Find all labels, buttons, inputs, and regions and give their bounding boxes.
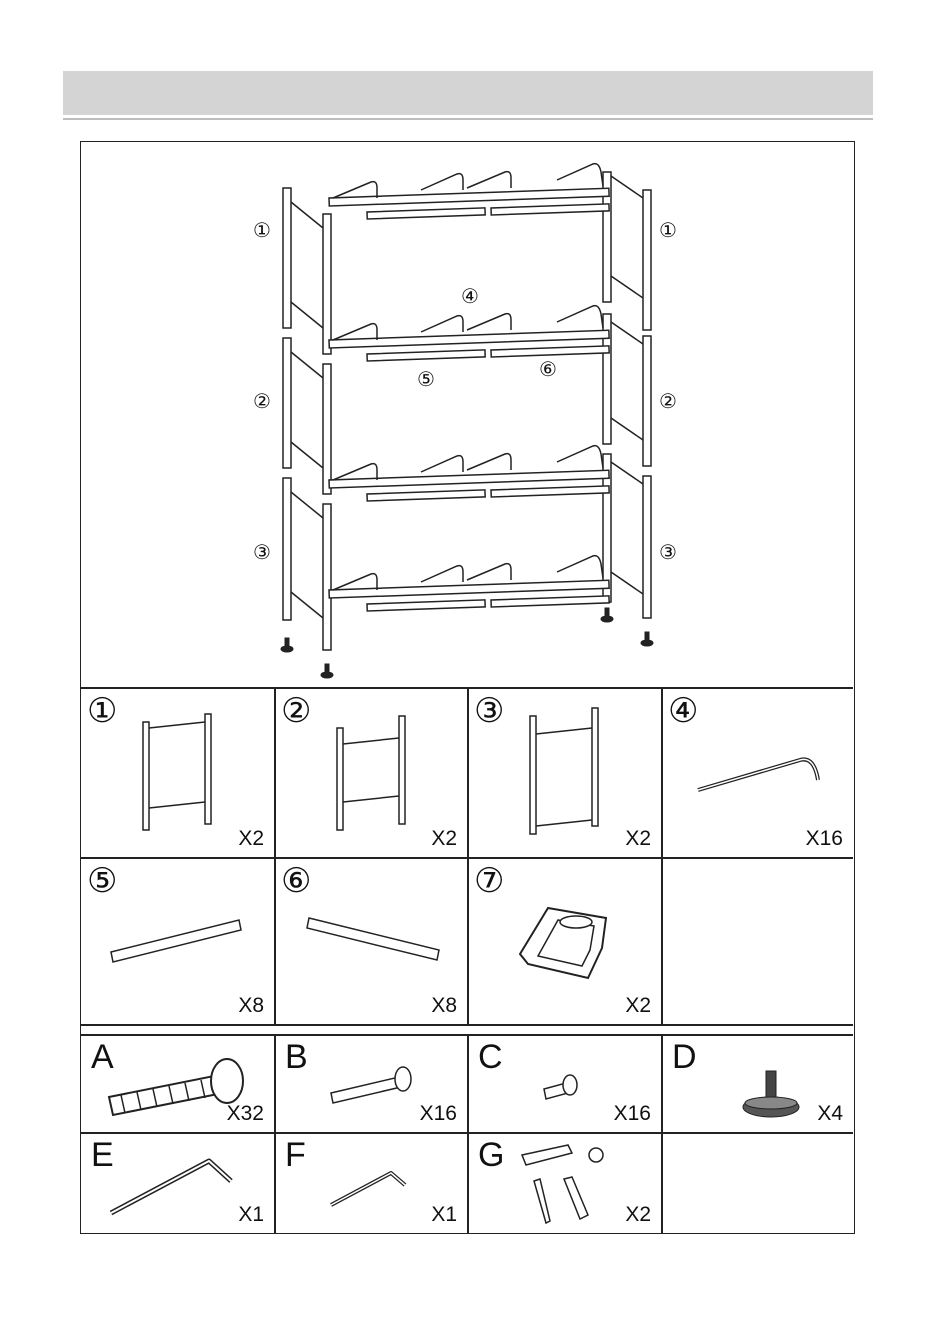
part-cell-6: ⑥ X8 bbox=[275, 858, 467, 1024]
hardware-quantity: X2 bbox=[625, 1203, 651, 1227]
hardware-cell-d: D X4 bbox=[662, 1035, 853, 1132]
callout-3-left: ③ bbox=[253, 540, 271, 565]
part-quantity: X2 bbox=[431, 827, 457, 851]
hardware-cell-f: F X1 bbox=[275, 1133, 467, 1233]
part-cell-1: ① X2 bbox=[81, 688, 274, 857]
callout-2-right: ② bbox=[659, 389, 677, 414]
divider bbox=[81, 1024, 853, 1026]
header-bar bbox=[63, 71, 873, 115]
hardware-cell-g: G X2 bbox=[468, 1133, 661, 1233]
part-quantity: X8 bbox=[431, 994, 457, 1018]
hardware-cell-b: B X16 bbox=[275, 1035, 467, 1132]
hardware-quantity: X32 bbox=[227, 1102, 264, 1126]
part-quantity: X2 bbox=[625, 994, 651, 1018]
hardware-quantity: X1 bbox=[431, 1203, 457, 1227]
callout-3-right: ③ bbox=[659, 540, 677, 565]
part-cell-3: ③ X2 bbox=[468, 688, 661, 857]
hardware-cell-a: A X32 bbox=[81, 1035, 274, 1132]
part-quantity: X2 bbox=[238, 827, 264, 851]
callout-5: ⑤ bbox=[417, 367, 435, 392]
hardware-cell-c: C X16 bbox=[468, 1035, 661, 1132]
callout-2-left: ② bbox=[253, 389, 271, 414]
callout-1-right: ① bbox=[659, 218, 677, 243]
callout-4: ④ bbox=[461, 284, 479, 309]
part-cell-4: ④ X16 bbox=[662, 688, 853, 857]
hardware-quantity: X16 bbox=[614, 1102, 651, 1126]
part-cell-2: ② X2 bbox=[275, 688, 467, 857]
part-quantity: X16 bbox=[806, 827, 843, 851]
hardware-cell-e: E X1 bbox=[81, 1133, 274, 1233]
part-quantity: X2 bbox=[625, 827, 651, 851]
callout-6: ⑥ bbox=[539, 357, 557, 382]
part-cell-5: ⑤ X8 bbox=[81, 858, 274, 1024]
hardware-quantity: X4 bbox=[817, 1102, 843, 1126]
part-cell-7: ⑦ X2 bbox=[468, 858, 661, 1024]
assembly-diagram: ① ① ② ② ③ ③ ④ ⑤ ⑥ bbox=[81, 142, 853, 688]
parts-frame: ① ① ② ② ③ ③ ④ ⑤ ⑥ ① X2 ② bbox=[80, 141, 855, 1234]
hardware-quantity: X16 bbox=[420, 1102, 457, 1126]
header-rule bbox=[63, 118, 873, 120]
shelf-assembly-drawing bbox=[81, 142, 853, 688]
callout-1-left: ① bbox=[253, 218, 271, 243]
part-quantity: X8 bbox=[238, 994, 264, 1018]
hardware-quantity: X1 bbox=[238, 1203, 264, 1227]
